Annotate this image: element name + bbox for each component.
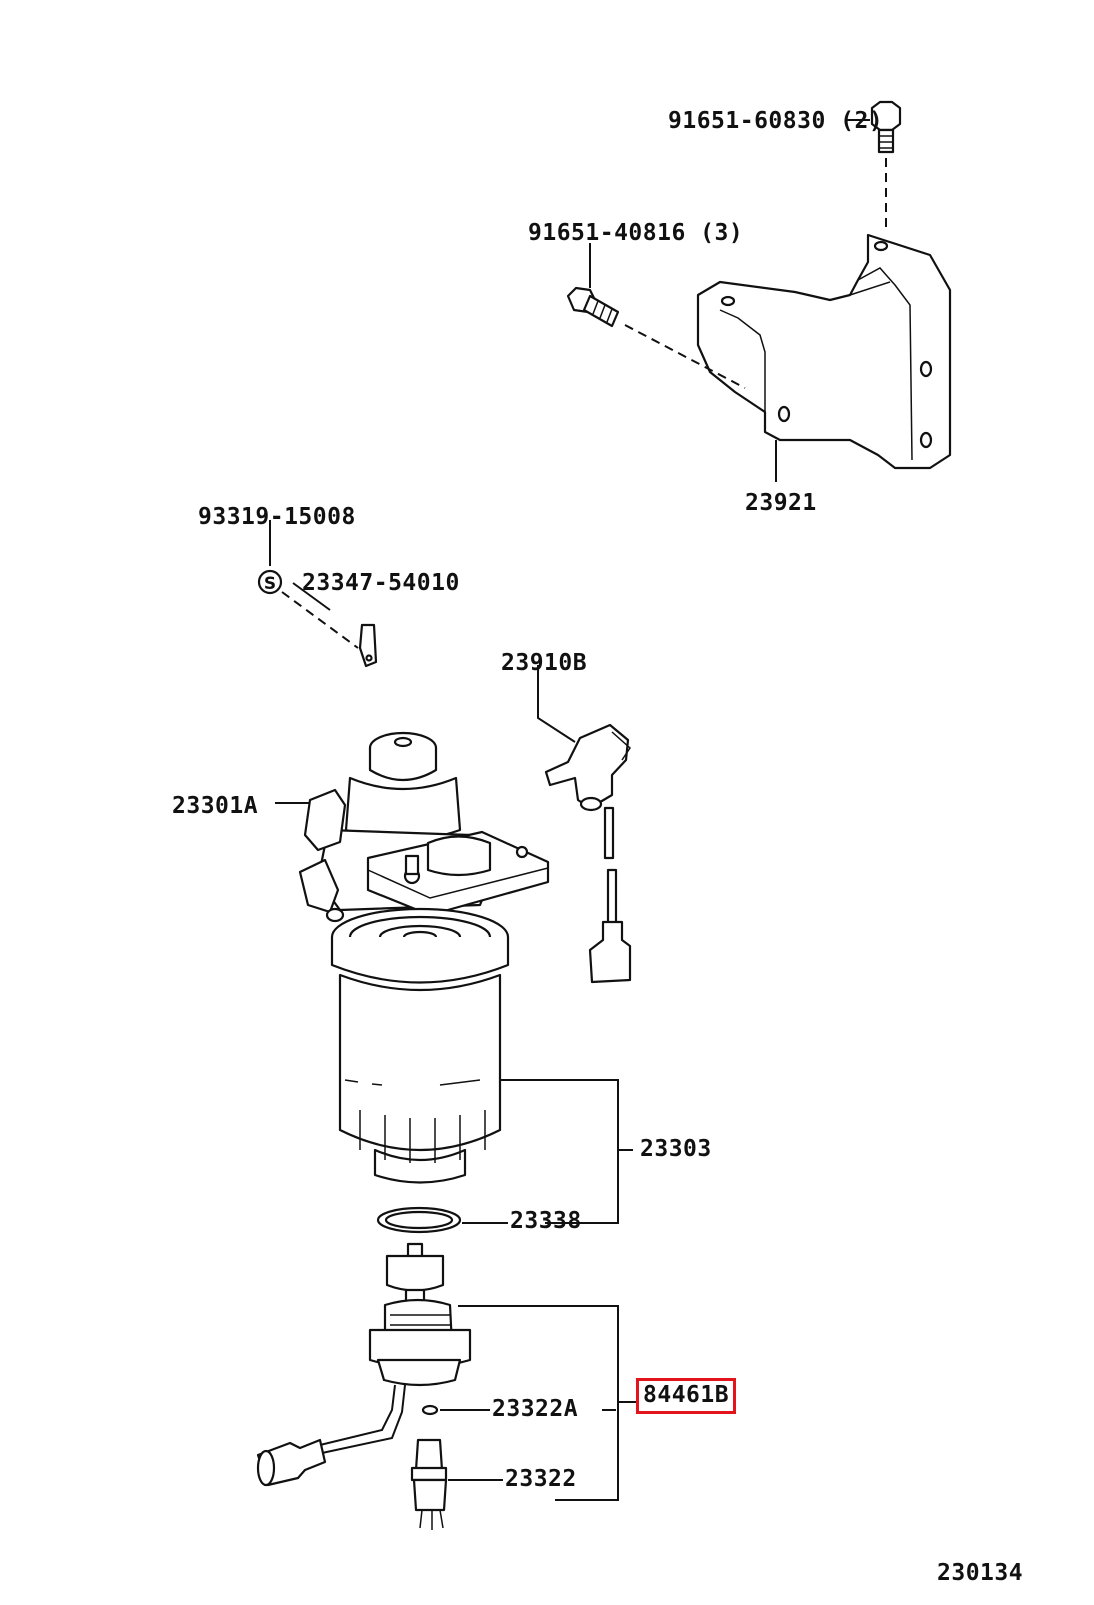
bolt-91651-60830 xyxy=(845,100,902,232)
label-91651-40816: 91651-40816 (3) xyxy=(528,220,744,246)
filter-head-23301A xyxy=(275,731,550,923)
diagram-reference-number: 230134 xyxy=(937,1560,1024,1586)
bolt-91651-40816 xyxy=(566,243,746,389)
label-23301A: 23301A xyxy=(172,793,259,819)
label-23347-54010: 23347-54010 xyxy=(302,570,460,596)
label-23921: 23921 xyxy=(745,490,817,516)
label-23322: 23322 xyxy=(505,1466,577,1492)
sensor-assembly-84461B xyxy=(256,1242,636,1501)
label-23322A: 23322A xyxy=(492,1396,579,1422)
label-23910B: 23910B xyxy=(501,650,588,676)
stamp-93319-15008: S xyxy=(257,520,359,649)
sensor-23910B xyxy=(537,665,632,984)
label-91651-60830: 91651-60830 (2) xyxy=(668,108,884,134)
o-ring-23322A xyxy=(421,1404,616,1416)
label-84461B-highlighted: 84461B xyxy=(636,1378,737,1414)
o-ring-23338 xyxy=(376,1206,508,1234)
switch-23322 xyxy=(410,1438,503,1530)
label-23338: 23338 xyxy=(510,1208,582,1234)
label-23303: 23303 xyxy=(640,1136,712,1162)
filter-element-23303 xyxy=(330,907,633,1224)
stamp-symbol: S xyxy=(264,574,276,594)
clamp-23347-54010 xyxy=(292,582,378,668)
label-93319-15008: 93319-15008 xyxy=(198,504,356,530)
bracket-23921 xyxy=(696,233,952,482)
